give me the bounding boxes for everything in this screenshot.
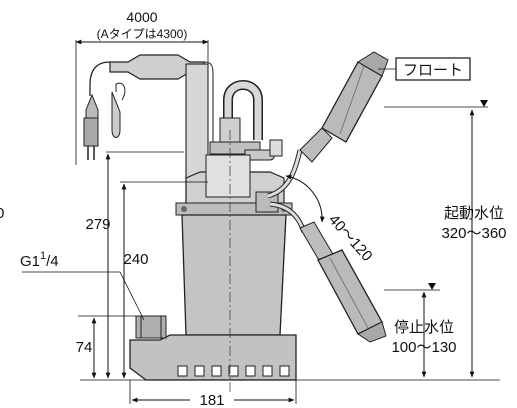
height-outlet-label: 240 <box>123 251 148 268</box>
stop-level-value: 100〜130 <box>391 339 456 356</box>
start-water-level: 起動水位 320〜360 <box>384 100 507 378</box>
strainer-slots <box>177 365 290 377</box>
float-label: フロート <box>403 62 463 79</box>
svg-text:G11/4: G11/4 <box>20 250 59 270</box>
cut-off-label: 0 <box>0 205 4 222</box>
width-base-label: 181 <box>199 392 224 408</box>
cord-length-note: (Aタイプは4300) <box>97 27 188 41</box>
plug-icon <box>83 82 126 160</box>
pipe-thread-main: G1 <box>20 253 40 270</box>
height-total-label: 279 <box>85 216 110 233</box>
pump-body <box>129 154 297 381</box>
stop-water-level: 停止水位 100〜130 <box>384 283 457 378</box>
stop-level-title: 停止水位 <box>394 319 454 336</box>
discharge-pipe <box>209 80 283 161</box>
float-callout: フロート <box>378 57 471 81</box>
width-base-dimension: 181 <box>129 380 297 408</box>
float-switch-upper <box>267 51 389 199</box>
pipe-thread-callout: G11/4 <box>20 250 145 321</box>
cord-length-label: 4000 <box>126 9 157 25</box>
pipe-thread-sup: 1 <box>40 250 46 262</box>
height-outlet-dimension: 240 <box>120 181 208 379</box>
height-total-dimension: 279 <box>85 151 184 379</box>
start-level-title: 起動水位 <box>444 205 504 222</box>
height-base-dimension: 74 <box>76 315 136 379</box>
height-base-label: 74 <box>76 339 93 356</box>
start-level-value: 320〜360 <box>441 225 506 242</box>
cord-length-dimension: 4000 (Aタイプは4300) <box>75 9 209 165</box>
pipe-thread-tail: /4 <box>46 253 59 270</box>
